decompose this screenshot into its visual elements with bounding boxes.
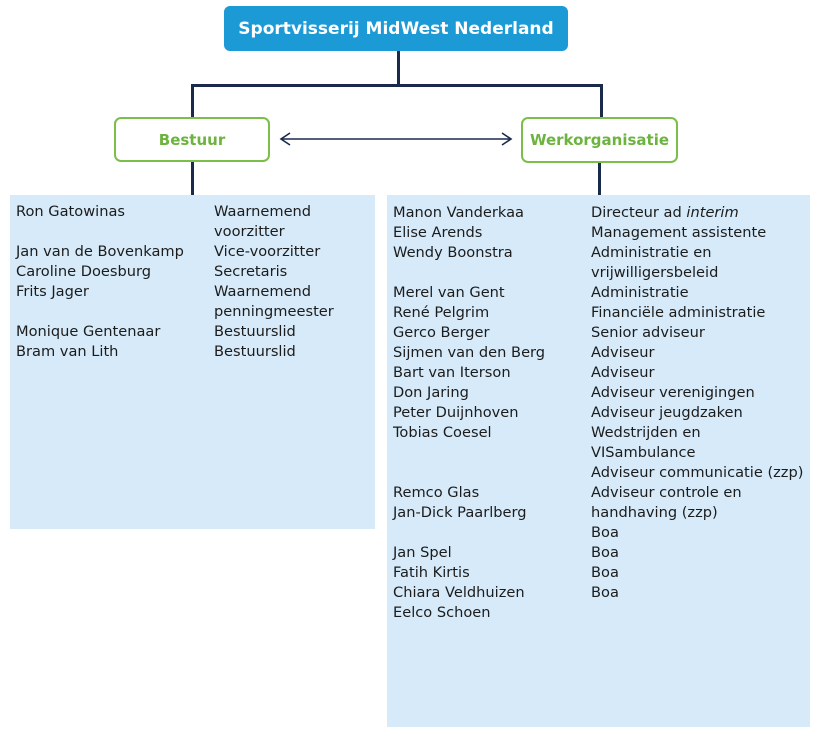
werk-roles: Directeur ad interim Management assisten… (591, 203, 803, 603)
member-name: Eelco Schoen (393, 604, 491, 621)
member-name: Jan van de Bovenkamp (16, 243, 184, 260)
member-name: Remco Glas (393, 484, 480, 501)
werkorganisatie-panel (387, 195, 810, 727)
member-name: Peter Duijnhoven (393, 404, 519, 421)
member-role: Waarnemend (214, 203, 312, 220)
member-name: Bram van Lith (16, 343, 119, 360)
member-role-director: Directeur ad interim (591, 204, 739, 221)
member-role: handhaving (zzp) (591, 504, 718, 521)
member-name: Jan Spel (393, 544, 452, 561)
member-role: Adviseur verenigingen (591, 384, 755, 401)
werkorganisatie-box: Werkorganisatie (521, 117, 678, 163)
bestuur-roles: Waarnemend voorzitter Vice-voorzitter Se… (214, 202, 334, 362)
member-name: Merel van Gent (393, 284, 505, 301)
connector-bestuur-panel (191, 161, 194, 196)
member-role: Boa (591, 584, 619, 601)
member-role: Financiële administratie (591, 304, 766, 321)
werk-names: Manon Vanderkaa Elise Arends Wendy Boons… (393, 203, 545, 623)
member-role: Administratie (591, 284, 689, 301)
member-role: Bestuurslid (214, 323, 296, 340)
connector-left-down (191, 84, 194, 119)
member-role: Vice-voorzitter (214, 243, 321, 260)
connector-title-down (397, 51, 400, 86)
member-role: Adviseur (591, 344, 655, 361)
member-name: Bart van Iterson (393, 364, 511, 381)
member-name: Jan-Dick Paarlberg (393, 504, 527, 521)
member-name: Gerco Berger (393, 324, 490, 341)
member-name: Tobias Coesel (393, 424, 492, 441)
member-role: VISambulance (591, 444, 696, 461)
connector-werk-panel (598, 162, 601, 196)
member-name: Ron Gatowinas (16, 203, 125, 220)
member-role: Senior adviseur (591, 324, 705, 341)
member-name: Caroline Doesburg (16, 263, 151, 280)
member-role: Boa (591, 524, 619, 541)
connector-right-down (600, 84, 603, 119)
member-role: Adviseur controle en (591, 484, 742, 501)
member-role: Wedstrijden en (591, 424, 701, 441)
member-role: Secretaris (214, 263, 288, 280)
member-role: Adviseur (591, 364, 655, 381)
member-role: Adviseur communicatie (zzp) (591, 464, 804, 481)
member-role: voorzitter (214, 223, 285, 240)
member-name: Elise Arends (393, 224, 483, 241)
member-name: René Pelgrim (393, 304, 490, 321)
member-role: Bestuurslid (214, 343, 296, 360)
bestuur-box: Bestuur (114, 117, 270, 162)
member-name: Frits Jager (16, 283, 89, 300)
member-name: Fatih Kirtis (393, 564, 470, 581)
member-role: penningmeester (214, 303, 334, 320)
member-role: Adviseur jeugdzaken (591, 404, 743, 421)
member-name: Sijmen van den Berg (393, 344, 546, 361)
member-name: Manon Vanderkaa (393, 204, 524, 221)
connector-horizontal (191, 84, 603, 87)
double-arrow-icon (279, 132, 513, 146)
member-role: Boa (591, 544, 619, 561)
bestuur-names: Ron Gatowinas Jan van de Bovenkamp Carol… (16, 202, 184, 362)
member-role: Management assistente (591, 224, 767, 241)
member-role: Waarnemend (214, 283, 312, 300)
member-role: vrijwilligersbeleid (591, 264, 719, 281)
organization-title: Sportvisserij MidWest Nederland (224, 6, 568, 51)
member-role: Boa (591, 564, 619, 581)
bestuur-panel (10, 195, 375, 529)
member-name: Wendy Boonstra (393, 244, 513, 261)
member-name: Chiara Veldhuizen (393, 584, 525, 601)
member-role: Administratie en (591, 244, 712, 261)
member-name: Don Jaring (393, 384, 469, 401)
member-name: Monique Gentenaar (16, 323, 161, 340)
